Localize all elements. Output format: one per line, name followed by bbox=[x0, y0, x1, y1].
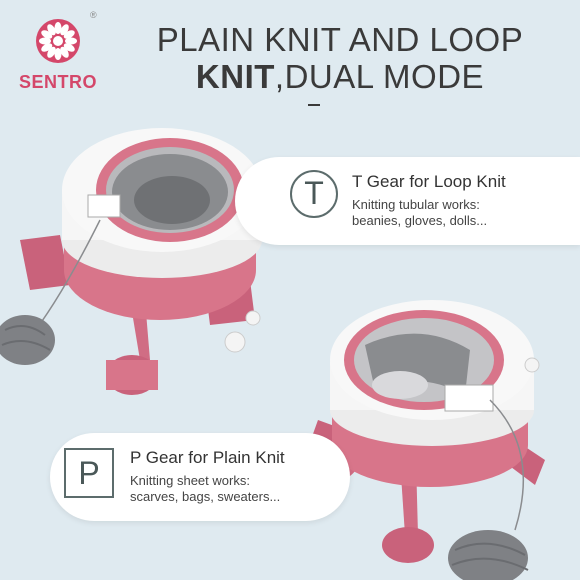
headline-bold: KNIT bbox=[195, 58, 275, 95]
knitting-machine-image bbox=[0, 128, 262, 395]
feature-desc: scarves, bags, sweaters... bbox=[130, 489, 281, 504]
registered-mark: ® bbox=[90, 10, 97, 20]
flower-logo-icon bbox=[36, 19, 80, 63]
headline-line1: PLAIN KNIT AND LOOP bbox=[156, 21, 524, 58]
brand-logo: ® SENTRO bbox=[6, 10, 110, 92]
headline-line2: KNIT,DUAL MODE bbox=[110, 58, 570, 96]
p-gear-badge-icon: P bbox=[64, 448, 114, 498]
headline: PLAIN KNIT AND LOOP KNIT,DUAL MODE bbox=[110, 22, 570, 96]
brand-name: SENTRO bbox=[18, 72, 97, 92]
feature-desc: Knitting tubular works: bbox=[352, 197, 480, 212]
knitting-machine-image bbox=[300, 300, 545, 580]
feature-desc: beanies, gloves, dolls... bbox=[352, 213, 488, 228]
feature-title: T Gear for Loop Knit bbox=[352, 172, 506, 191]
feature-title: P Gear for Plain Knit bbox=[130, 448, 285, 467]
feature-desc: Knitting sheet works: bbox=[130, 473, 250, 488]
feature-card-p-gear bbox=[50, 433, 350, 521]
headline-underline bbox=[308, 104, 320, 106]
headline-rest: ,DUAL MODE bbox=[274, 58, 485, 95]
t-gear-badge-icon: T bbox=[290, 170, 338, 218]
